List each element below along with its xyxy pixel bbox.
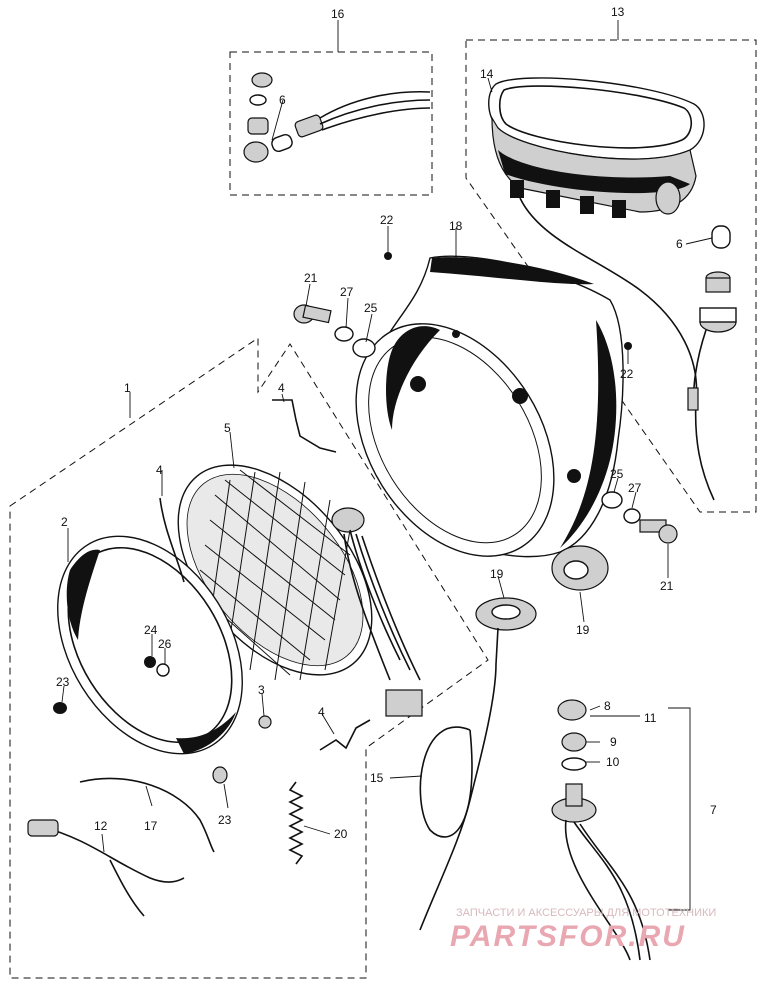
group-16-parts xyxy=(243,72,431,163)
screw-22-right xyxy=(624,342,632,350)
callout-16: 16 xyxy=(331,7,345,21)
screw-3 xyxy=(258,715,272,729)
connector-12 xyxy=(27,819,59,837)
callout-17: 17 xyxy=(144,819,158,833)
group-13-boundary xyxy=(465,39,757,513)
washer-26 xyxy=(156,663,170,677)
cable-loop-15 xyxy=(419,726,473,838)
callout-labels: 16 13 14 6 6 22 18 21 27 25 22 1 4 5 4 2… xyxy=(56,5,717,841)
switch-wire xyxy=(573,821,651,961)
callout-26: 26 xyxy=(158,637,172,651)
callout-11: 11 xyxy=(644,711,657,725)
group-16-boundary xyxy=(229,51,433,196)
callout-9: 9 xyxy=(610,735,617,749)
spring-20 xyxy=(288,781,304,865)
screw-21-right xyxy=(639,519,678,544)
callout-14: 14 xyxy=(480,67,494,81)
speedometer-cable-15 xyxy=(419,663,497,931)
wire-12-lead xyxy=(109,859,145,917)
group-7-bracket xyxy=(668,707,691,911)
callout-8: 8 xyxy=(604,699,611,713)
retaining-spring-4-left xyxy=(159,497,185,583)
callout-2: 2 xyxy=(61,515,68,529)
nut-24 xyxy=(144,656,156,668)
speedometer-housing xyxy=(488,77,705,218)
callout-23-left: 23 xyxy=(56,675,70,689)
watermark-tagline: ЗАПЧАСТИ И АКСЕССУАРЫ ДЛЯ МОТОТЕХНИКИ xyxy=(456,907,716,919)
callout-25-right: 25 xyxy=(610,467,624,481)
wire-17 xyxy=(79,777,215,853)
callout-5: 5 xyxy=(224,421,231,435)
callout-24: 24 xyxy=(144,623,158,637)
callout-22-top: 22 xyxy=(380,213,394,227)
speedometer-wire xyxy=(519,197,715,501)
callout-20: 20 xyxy=(334,827,348,841)
callout-21-top: 21 xyxy=(304,271,318,285)
callout-18: 18 xyxy=(449,219,463,233)
washer-27-top xyxy=(334,326,354,342)
group-1-boundary xyxy=(9,337,489,979)
callout-3: 3 xyxy=(258,683,265,697)
headlight-rim xyxy=(57,535,243,755)
harness-connector xyxy=(385,689,423,717)
callout-4-bottom: 4 xyxy=(318,705,325,719)
callout-6-left: 6 xyxy=(279,93,286,107)
callout-22-right: 22 xyxy=(620,367,634,381)
callout-23-bottom: 23 xyxy=(218,813,232,827)
screw-21-top xyxy=(293,304,332,324)
callout-6-right: 6 xyxy=(676,237,683,251)
callout-27-top: 27 xyxy=(340,285,354,299)
grommet-19-right xyxy=(551,545,609,591)
callout-13: 13 xyxy=(611,5,625,19)
washer-25-top xyxy=(352,338,376,358)
washer-10 xyxy=(561,757,587,771)
watermark-brand: PARTSFOR.RU xyxy=(450,920,686,953)
nut-9 xyxy=(561,732,587,752)
callout-10: 10 xyxy=(606,755,620,769)
screw-23-left xyxy=(53,702,67,714)
callout-4-left: 4 xyxy=(156,463,163,477)
callout-27-right: 27 xyxy=(628,481,642,495)
wire-sleeve xyxy=(687,387,699,411)
switch-body xyxy=(551,783,597,823)
callout-4-top: 4 xyxy=(278,381,285,395)
washer-25-right xyxy=(601,491,623,509)
callout-19-right: 19 xyxy=(576,623,590,637)
washer-27-right xyxy=(623,508,641,524)
switch-wire-left xyxy=(564,819,631,961)
callout-7: 7 xyxy=(710,803,717,817)
callout-25-top: 25 xyxy=(364,301,378,315)
socket-assembly-right xyxy=(699,271,737,333)
retaining-spring-4-top xyxy=(272,399,337,453)
callout-1: 1 xyxy=(124,381,131,395)
callout-15: 15 xyxy=(370,771,384,785)
headlight-case xyxy=(355,255,624,558)
screw-23-bottom xyxy=(212,766,228,784)
bulb-6-right xyxy=(711,225,731,249)
retaining-spring-4-bottom xyxy=(319,719,371,751)
leader-lines xyxy=(61,20,713,853)
callout-21-right: 21 xyxy=(660,579,674,593)
callout-19-center: 19 xyxy=(490,567,504,581)
beam-unit-harness xyxy=(343,529,421,681)
screw-22-top xyxy=(384,252,392,260)
grommet-19-center xyxy=(475,597,537,665)
wire-12 xyxy=(39,825,185,883)
switch-knob-8 xyxy=(557,699,587,721)
callout-12: 12 xyxy=(94,819,108,833)
